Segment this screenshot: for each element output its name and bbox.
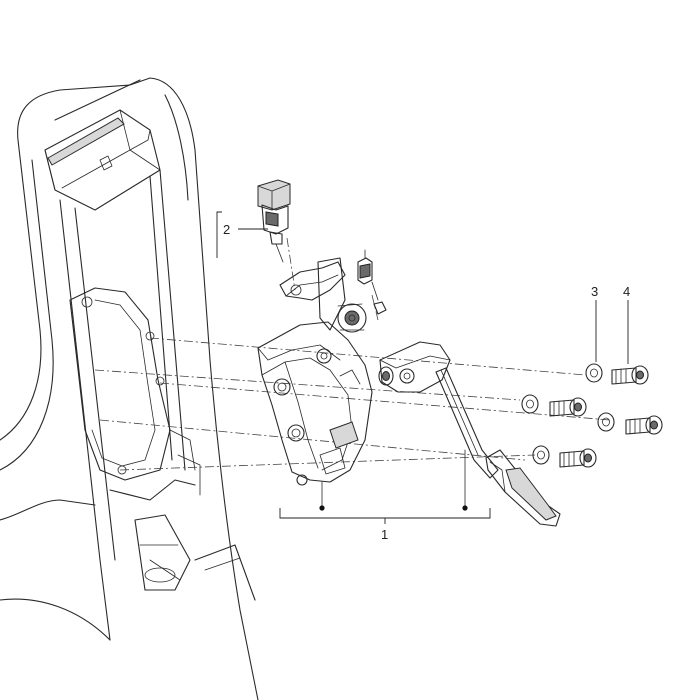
callout-leaders	[216, 211, 629, 524]
screws-part-4[interactable]	[549, 365, 663, 468]
washers-part-3[interactable]	[521, 363, 615, 465]
vehicle-frame	[0, 77, 259, 700]
screw[interactable]	[625, 415, 663, 435]
washer[interactable]	[585, 363, 603, 383]
callout-4: 4	[623, 284, 630, 299]
washer[interactable]	[597, 412, 615, 432]
leader-dot	[462, 505, 468, 511]
pedal-assembly-part-1[interactable]	[257, 257, 373, 509]
pedal-arm[interactable]	[378, 341, 561, 527]
assembly-lines	[94, 237, 611, 471]
callout-2: 2	[223, 222, 230, 237]
screw[interactable]	[549, 397, 587, 417]
callout-3: 3	[591, 284, 598, 299]
screw[interactable]	[611, 365, 649, 385]
pivot-pin[interactable]	[357, 249, 387, 315]
leader-dot	[319, 505, 325, 511]
washer[interactable]	[521, 394, 539, 414]
screw[interactable]	[559, 448, 597, 468]
washer[interactable]	[532, 445, 550, 465]
sensor-connector-part-2[interactable]	[257, 179, 291, 263]
callout-1: 1	[381, 527, 388, 542]
